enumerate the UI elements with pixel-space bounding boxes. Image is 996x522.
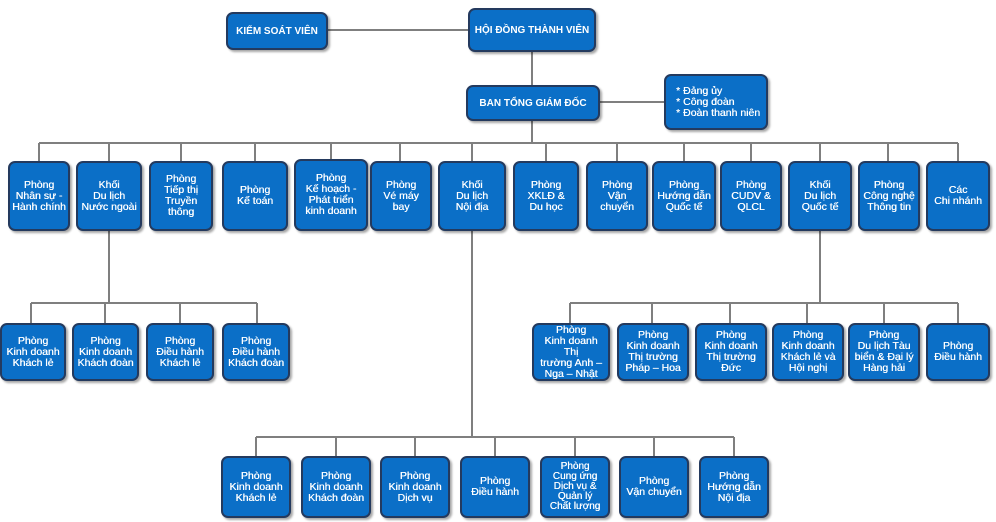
- noi-dia-kd-khach-doan: Phòng Kinh doanh Khách đoàn: [301, 456, 371, 518]
- dept-khoi-du-lich-noi-dia: Khối Du lịch Nội địa: [438, 161, 506, 231]
- dept-khoi-du-lich-quoc-te: Khối Du lịch Quốc tế: [788, 161, 852, 231]
- dept-van-chuyen: Phòng Vận chuyển: [586, 161, 648, 231]
- dept-cac-chi-nhanh: Các Chi nhánh: [926, 161, 990, 231]
- nuoc-ngoai-dh-khach-le: Phòng Điều hành Khách lẻ: [146, 323, 214, 381]
- dept-cong-nghe-thong-tin: Phòng Công nghệ Thông tin: [858, 161, 920, 231]
- dept-huong-dan-quoc-te: Phòng Hướng dẫn Quốc tế: [652, 161, 716, 231]
- nuoc-ngoai-dh-khach-doan: Phòng Điều hành Khách đoàn: [222, 323, 290, 381]
- dept-tiep-thi-truyen-thong: Phòng Tiếp thị Truyền thông: [149, 161, 213, 231]
- dept-ke-hoach-phat-trien: Phòng Kế hoạch - Phát triển kinh doanh: [294, 159, 368, 231]
- nuoc-ngoai-kd-khach-doan: Phòng Kinh doanh Khách đoàn: [72, 323, 139, 381]
- dept-cudv-qlcl: Phòng CUDV & QLCL: [720, 161, 782, 231]
- dept-nhan-su-hanh-chinh: Phòng Nhân sự - Hành chính: [8, 161, 70, 231]
- quoc-te-kd-khach-le-hoi-nghi: Phòng Kinh doanh Khách lẻ và Hội nghị: [772, 323, 844, 381]
- noi-dia-kd-dich-vu: Phòng Kinh doanh Dịch vụ: [380, 456, 450, 518]
- quoc-te-dieu-hanh: Phòng Điều hành: [926, 323, 990, 381]
- quoc-te-kd-duc: Phòng Kinh doanh Thị trường Đức: [695, 323, 767, 381]
- nuoc-ngoai-kd-khach-le: Phòng Kinh doanh Khách lẻ: [0, 323, 66, 381]
- dept-xkld-du-hoc: Phòng XKLĐ & Du học: [513, 161, 579, 231]
- noi-dia-van-chuyen: Phòng Vận chuyển: [619, 456, 689, 518]
- party-unions-box: * Đảng ủy * Công đoàn * Đoàn thanh niên: [664, 74, 768, 130]
- dept-khoi-du-lich-nuoc-ngoai: Khối Du lịch Nước ngoài: [76, 161, 142, 231]
- quoc-te-kd-anh-nga-nhat: Phòng Kinh doanh Thị trường Anh – Nga – …: [532, 323, 610, 381]
- noi-dia-cung-ung-dich-vu: Phòng Cung ứng Dịch vụ & Quản lý Chất lư…: [540, 456, 610, 518]
- quoc-te-kd-phap-hoa: Phòng Kinh doanh Thị trường Pháp – Hoa: [617, 323, 689, 381]
- hoi-dong-thanh-vien-box: HỘI ĐỒNG THÀNH VIÊN: [468, 8, 596, 52]
- noi-dia-dieu-hanh: Phòng Điều hành: [460, 456, 530, 518]
- kiem-soat-vien-box: KIỂM SOÁT VIÊN: [226, 12, 328, 50]
- noi-dia-kd-khach-le: Phòng Kinh doanh Khách lẻ: [221, 456, 291, 518]
- dept-ke-toan: Phòng Kế toán: [222, 161, 288, 231]
- quoc-te-tau-bien-dai-ly: Phòng Du lịch Tàu biển & Đại lý Hàng hải: [848, 323, 920, 381]
- dept-ve-may-bay: Phòng Vé máy bay: [370, 161, 432, 231]
- ban-tong-giam-doc-box: BAN TỔNG GIÁM ĐỐC: [466, 85, 600, 121]
- noi-dia-huong-dan-noi-dia: Phòng Hướng dẫn Nội địa: [699, 456, 769, 518]
